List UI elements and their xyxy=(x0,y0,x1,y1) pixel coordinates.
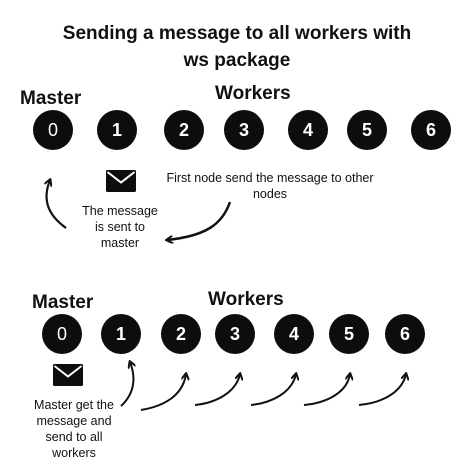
top-first-node-note-line-1: First node send the message to other xyxy=(166,171,374,185)
top-arrow-from-workers-icon xyxy=(167,201,232,240)
bottom-master-note-line-1: Master get the xyxy=(34,398,114,412)
top-envelope-icon xyxy=(106,170,136,192)
top-first-node-note-line-2: nodes xyxy=(252,187,288,201)
bottom-node-0: 0 xyxy=(42,314,82,354)
bottom-master-note-line-3: send to all xyxy=(45,430,103,444)
bottom-workers-label: Workers xyxy=(208,289,284,310)
top-node-0: 0 xyxy=(33,110,73,150)
bottom-node-6: 6 xyxy=(385,314,425,354)
bottom-master-note: Master get the message and send to all w… xyxy=(22,397,126,461)
top-arrow-to-master-icon xyxy=(47,180,67,229)
bottom-arrow-4-icon xyxy=(250,374,296,406)
bottom-arrow-6-icon xyxy=(358,374,406,406)
title-line-2: ws package xyxy=(183,50,291,71)
bottom-envelope-icon xyxy=(53,364,83,386)
bottom-arrow-2-icon xyxy=(140,374,186,411)
top-node-6: 6 xyxy=(411,110,451,150)
top-to-master-note-line-1: The message xyxy=(82,204,158,218)
bottom-master-label: Master xyxy=(32,292,94,313)
title-line-1: Sending a message to all workers with xyxy=(62,23,412,44)
bottom-node-5: 5 xyxy=(329,314,369,354)
top-to-master-note-line-2: is sent to xyxy=(94,220,146,234)
top-to-master-note-line-3: master xyxy=(100,236,140,250)
bottom-arrow-3-icon xyxy=(194,374,240,406)
top-node-2: 2 xyxy=(164,110,204,150)
top-node-4: 4 xyxy=(288,110,328,150)
bottom-node-3: 3 xyxy=(215,314,255,354)
bottom-master-note-line-4: workers xyxy=(52,446,96,460)
top-node-5: 5 xyxy=(347,110,387,150)
bottom-master-note-line-2: message and xyxy=(36,414,112,428)
top-first-node-note: First node send the message to other nod… xyxy=(155,170,385,202)
top-workers-label: Workers xyxy=(215,83,291,104)
top-to-master-note: The message is sent to master xyxy=(65,203,175,251)
diagram-title: Sending a message to all workers with ws… xyxy=(0,20,474,74)
top-master-label: Master xyxy=(20,88,82,109)
bottom-arrow-5-icon xyxy=(303,374,350,406)
top-node-1: 1 xyxy=(97,110,137,150)
top-node-3: 3 xyxy=(224,110,264,150)
bottom-node-2: 2 xyxy=(161,314,201,354)
bottom-node-4: 4 xyxy=(274,314,314,354)
bottom-node-1: 1 xyxy=(101,314,141,354)
